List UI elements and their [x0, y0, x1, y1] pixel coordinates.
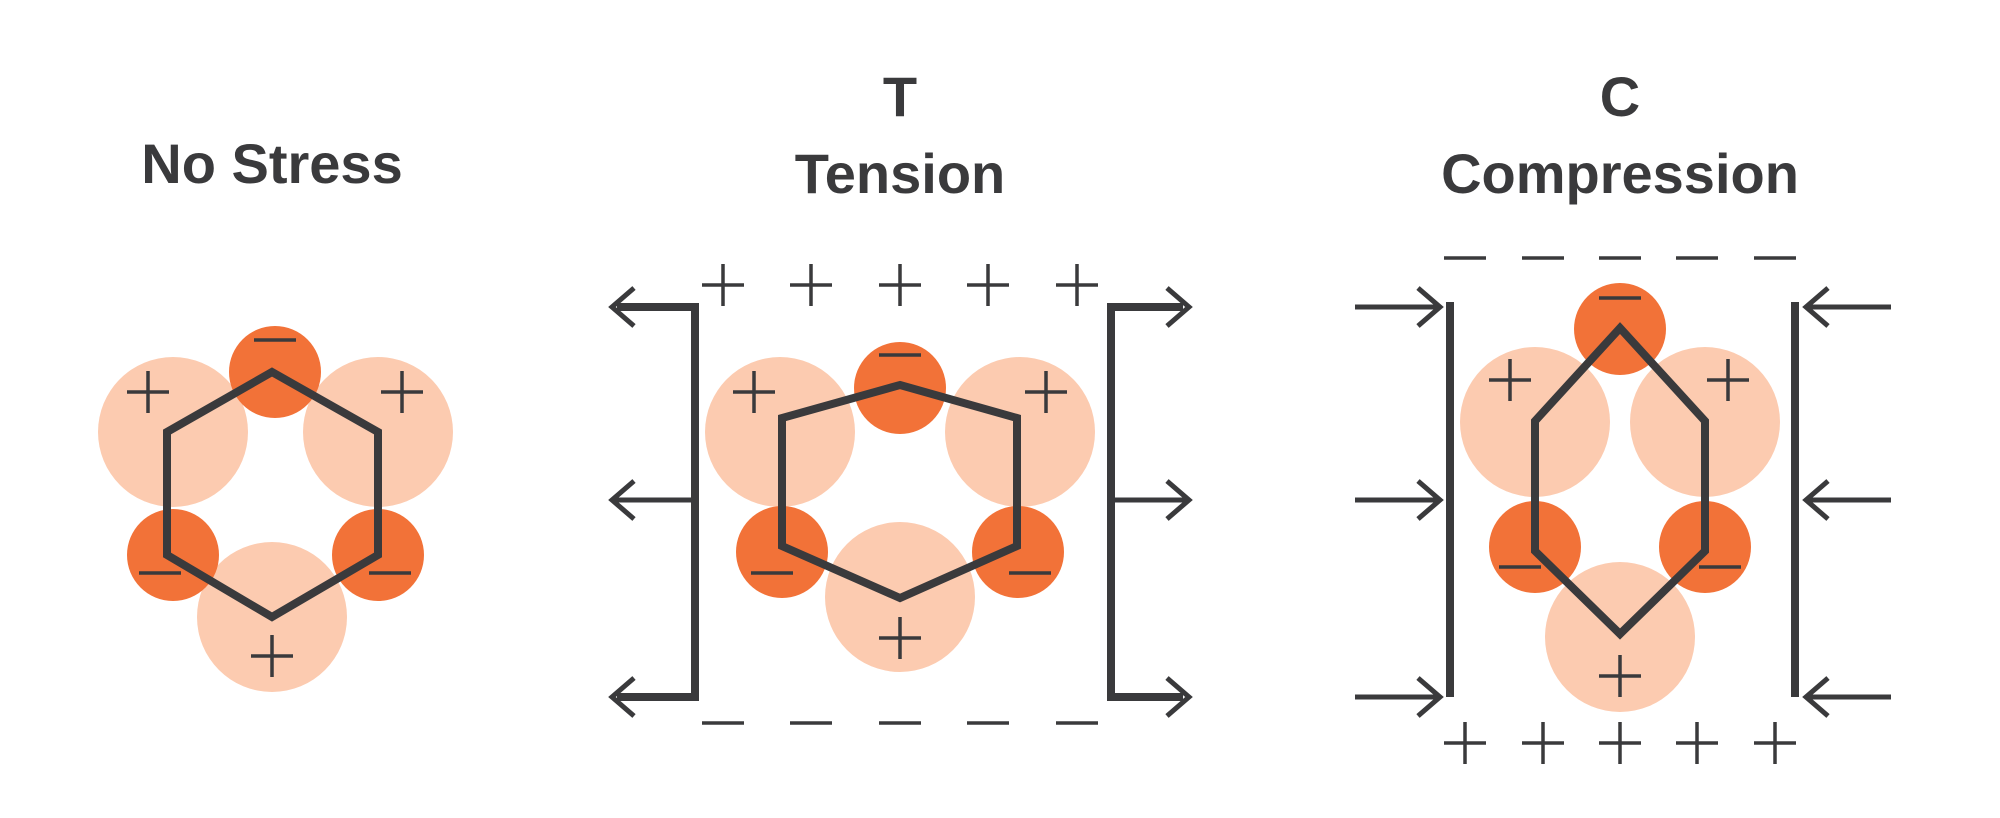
- arrow-left-icon: [1802, 479, 1891, 521]
- crystal-lattice-hexagon: [1531, 322, 1709, 640]
- negative-ion: [736, 506, 828, 598]
- tension-title: Tension: [795, 142, 1006, 205]
- left-inward-arrows: [1355, 286, 1444, 718]
- compression-ion-charges: [1489, 296, 1749, 697]
- arrow-right-icon: [1111, 479, 1193, 521]
- plus-sign: [1707, 359, 1749, 401]
- plus-sign: [1754, 722, 1796, 764]
- plus-sign: [127, 371, 169, 413]
- tension-top-surface-charges: [702, 264, 1098, 306]
- arrow-right-icon: [1355, 479, 1444, 521]
- compression-ions: [1460, 283, 1780, 712]
- plus-sign: [381, 371, 423, 413]
- tension-letter: T: [883, 65, 917, 128]
- crystal-lattice-hexagon: [163, 367, 382, 622]
- arrow-left-icon: [608, 286, 636, 328]
- arrow-right-icon: [1165, 676, 1193, 718]
- plus-sign: [967, 264, 1009, 306]
- plus-sign: [702, 264, 744, 306]
- plus-sign: [879, 617, 921, 659]
- compression-title: Compression: [1441, 142, 1799, 205]
- arrow-right-icon: [1165, 286, 1193, 328]
- negative-ion: [972, 506, 1064, 598]
- plus-sign: [1599, 655, 1641, 697]
- plus-sign: [1444, 722, 1486, 764]
- right-outward-arrows: [1111, 286, 1193, 718]
- tension-panel: [608, 264, 1193, 725]
- right-inward-arrows: [1802, 286, 1891, 718]
- no-stress-ions: [98, 326, 453, 692]
- tension-ion-charges: [733, 353, 1067, 659]
- plus-sign: [790, 264, 832, 306]
- plus-sign: [879, 264, 921, 306]
- plus-sign: [1599, 722, 1641, 764]
- plus-sign: [1056, 264, 1098, 306]
- plus-sign: [1489, 359, 1531, 401]
- plus-sign: [733, 371, 775, 413]
- arrow-left-icon: [1802, 676, 1891, 718]
- arrow-right-icon: [1355, 676, 1444, 718]
- arrow-right-icon: [1355, 286, 1444, 328]
- plus-sign: [1025, 371, 1067, 413]
- no-stress-ion-charges: [127, 338, 423, 677]
- no-stress-panel: [98, 326, 453, 692]
- crystal-lattice-hexagon: [778, 380, 1021, 603]
- compression-letter: C: [1600, 65, 1640, 128]
- left-outward-arrows: [608, 286, 695, 718]
- arrow-left-icon: [1802, 286, 1891, 328]
- no-stress-title: No Stress: [141, 132, 402, 195]
- arrow-left-icon: [608, 479, 695, 521]
- plus-sign: [251, 635, 293, 677]
- plus-sign: [1676, 722, 1718, 764]
- arrow-left-icon: [608, 676, 636, 718]
- plus-sign: [1522, 722, 1564, 764]
- compression-panel: [1355, 256, 1891, 764]
- compression-bottom-surface-charges: [1444, 722, 1796, 764]
